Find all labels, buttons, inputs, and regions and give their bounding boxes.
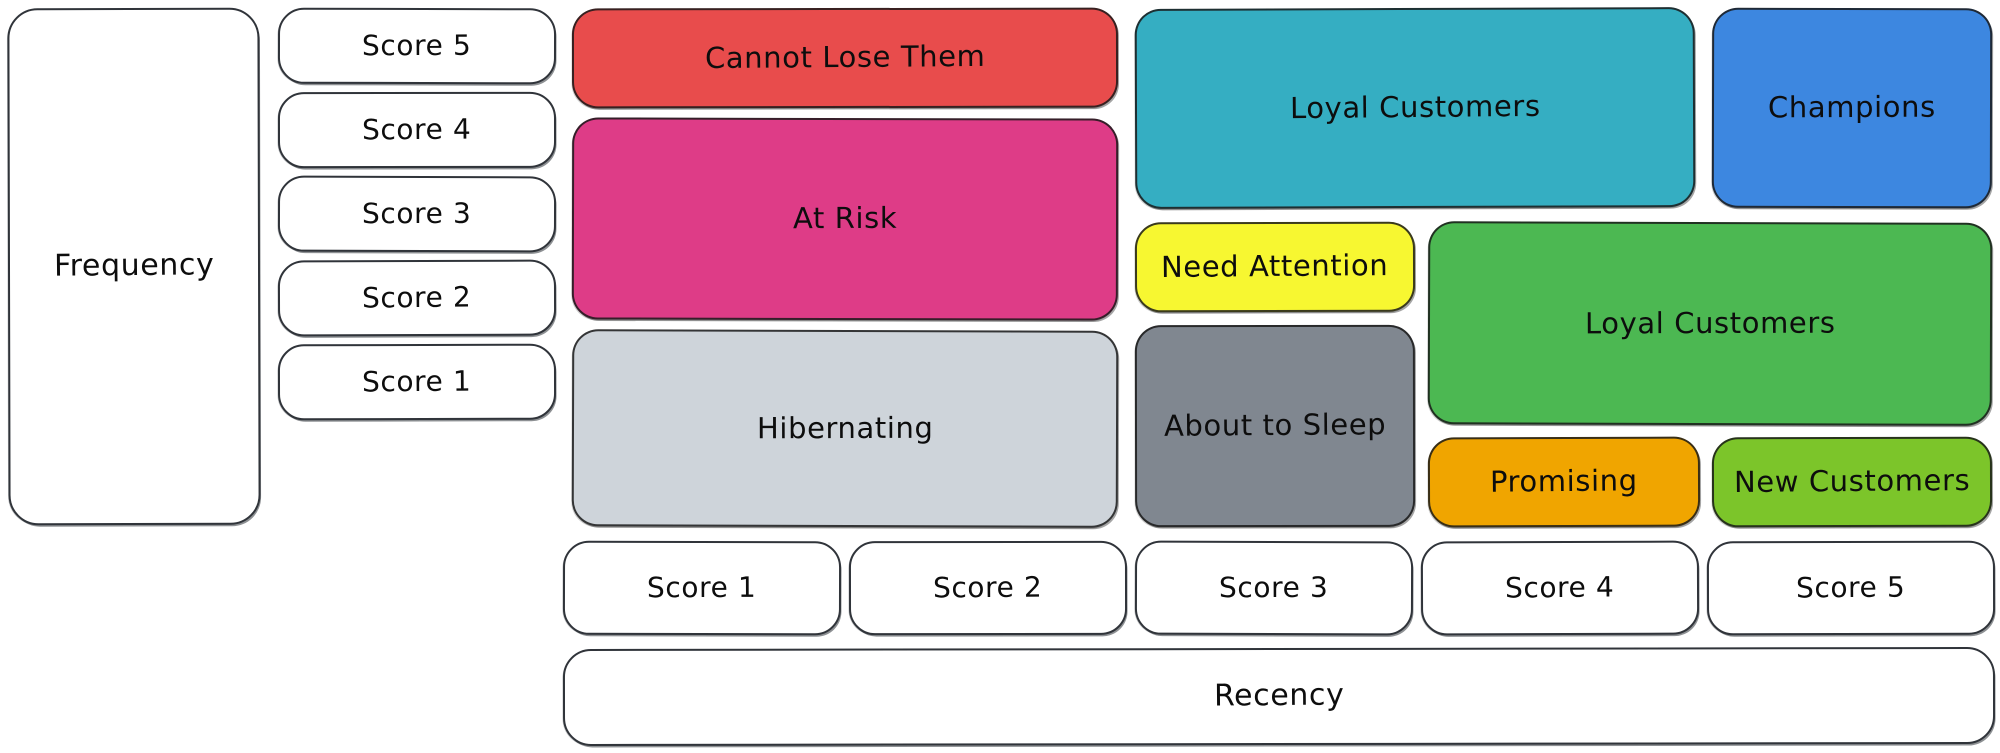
recency-score-2-label: Score 2	[933, 570, 1043, 605]
segment-new-customers-label: New Customers	[1733, 463, 1971, 500]
segment-loyal-customers-teal[interactable]: Loyal Customers	[1134, 7, 1696, 209]
segment-promising[interactable]: Promising	[1427, 436, 1701, 528]
recency-score-2[interactable]: Score 2	[848, 540, 1128, 636]
segment-hibernating-label: Hibernating	[756, 410, 934, 446]
frequency-score-2[interactable]: Score 2	[277, 259, 557, 337]
segment-new-customers[interactable]: New Customers	[1711, 436, 1993, 528]
frequency-axis-label: Frequency	[53, 247, 215, 284]
segment-champions[interactable]: Champions	[1711, 7, 1993, 209]
segment-at-risk[interactable]: At Risk	[571, 117, 1119, 321]
segment-loyal-customers-green-label: Loyal Customers	[1584, 305, 1836, 341]
frequency-score-1-label: Score 1	[362, 364, 472, 399]
segment-need-attention[interactable]: Need Attention	[1134, 221, 1416, 313]
frequency-score-3-label: Score 3	[362, 196, 472, 231]
frequency-score-5[interactable]: Score 5	[277, 7, 557, 85]
segment-about-to-sleep[interactable]: About to Sleep	[1134, 324, 1416, 528]
segment-hibernating[interactable]: Hibernating	[571, 329, 1119, 528]
recency-score-4[interactable]: Score 4	[1420, 540, 1700, 636]
recency-score-3-label: Score 3	[1219, 570, 1329, 605]
segment-champions-label: Champions	[1768, 89, 1936, 125]
frequency-score-3[interactable]: Score 3	[277, 175, 557, 253]
segment-cannot-lose-them[interactable]: Cannot Lose Them	[571, 7, 1119, 109]
frequency-score-1[interactable]: Score 1	[277, 343, 557, 421]
recency-score-5-label: Score 5	[1796, 570, 1906, 605]
segment-cannot-lose-them-label: Cannot Lose Them	[704, 39, 986, 76]
frequency-score-4[interactable]: Score 4	[277, 91, 557, 169]
recency-score-4-label: Score 4	[1505, 570, 1615, 605]
recency-score-1[interactable]: Score 1	[562, 540, 842, 636]
recency-score-3[interactable]: Score 3	[1134, 540, 1414, 636]
recency-score-5[interactable]: Score 5	[1706, 540, 1996, 636]
frequency-score-2-label: Score 2	[362, 280, 472, 315]
segment-at-risk-label: At Risk	[792, 201, 898, 236]
segment-need-attention-label: Need Attention	[1161, 248, 1389, 285]
recency-axis-label: Recency	[1213, 677, 1345, 714]
segment-loyal-customers-teal-label: Loyal Customers	[1289, 89, 1541, 126]
segment-loyal-customers-green[interactable]: Loyal Customers	[1427, 221, 1993, 426]
recency-score-1-label: Score 1	[647, 570, 757, 605]
segment-promising-label: Promising	[1489, 463, 1638, 500]
segment-about-to-sleep-label: About to Sleep	[1163, 407, 1387, 444]
frequency-score-4-label: Score 4	[362, 112, 472, 147]
frequency-axis-label-box: Frequency	[7, 7, 261, 526]
frequency-score-5-label: Score 5	[362, 28, 472, 63]
recency-axis-label-box: Recency	[562, 647, 1996, 746]
